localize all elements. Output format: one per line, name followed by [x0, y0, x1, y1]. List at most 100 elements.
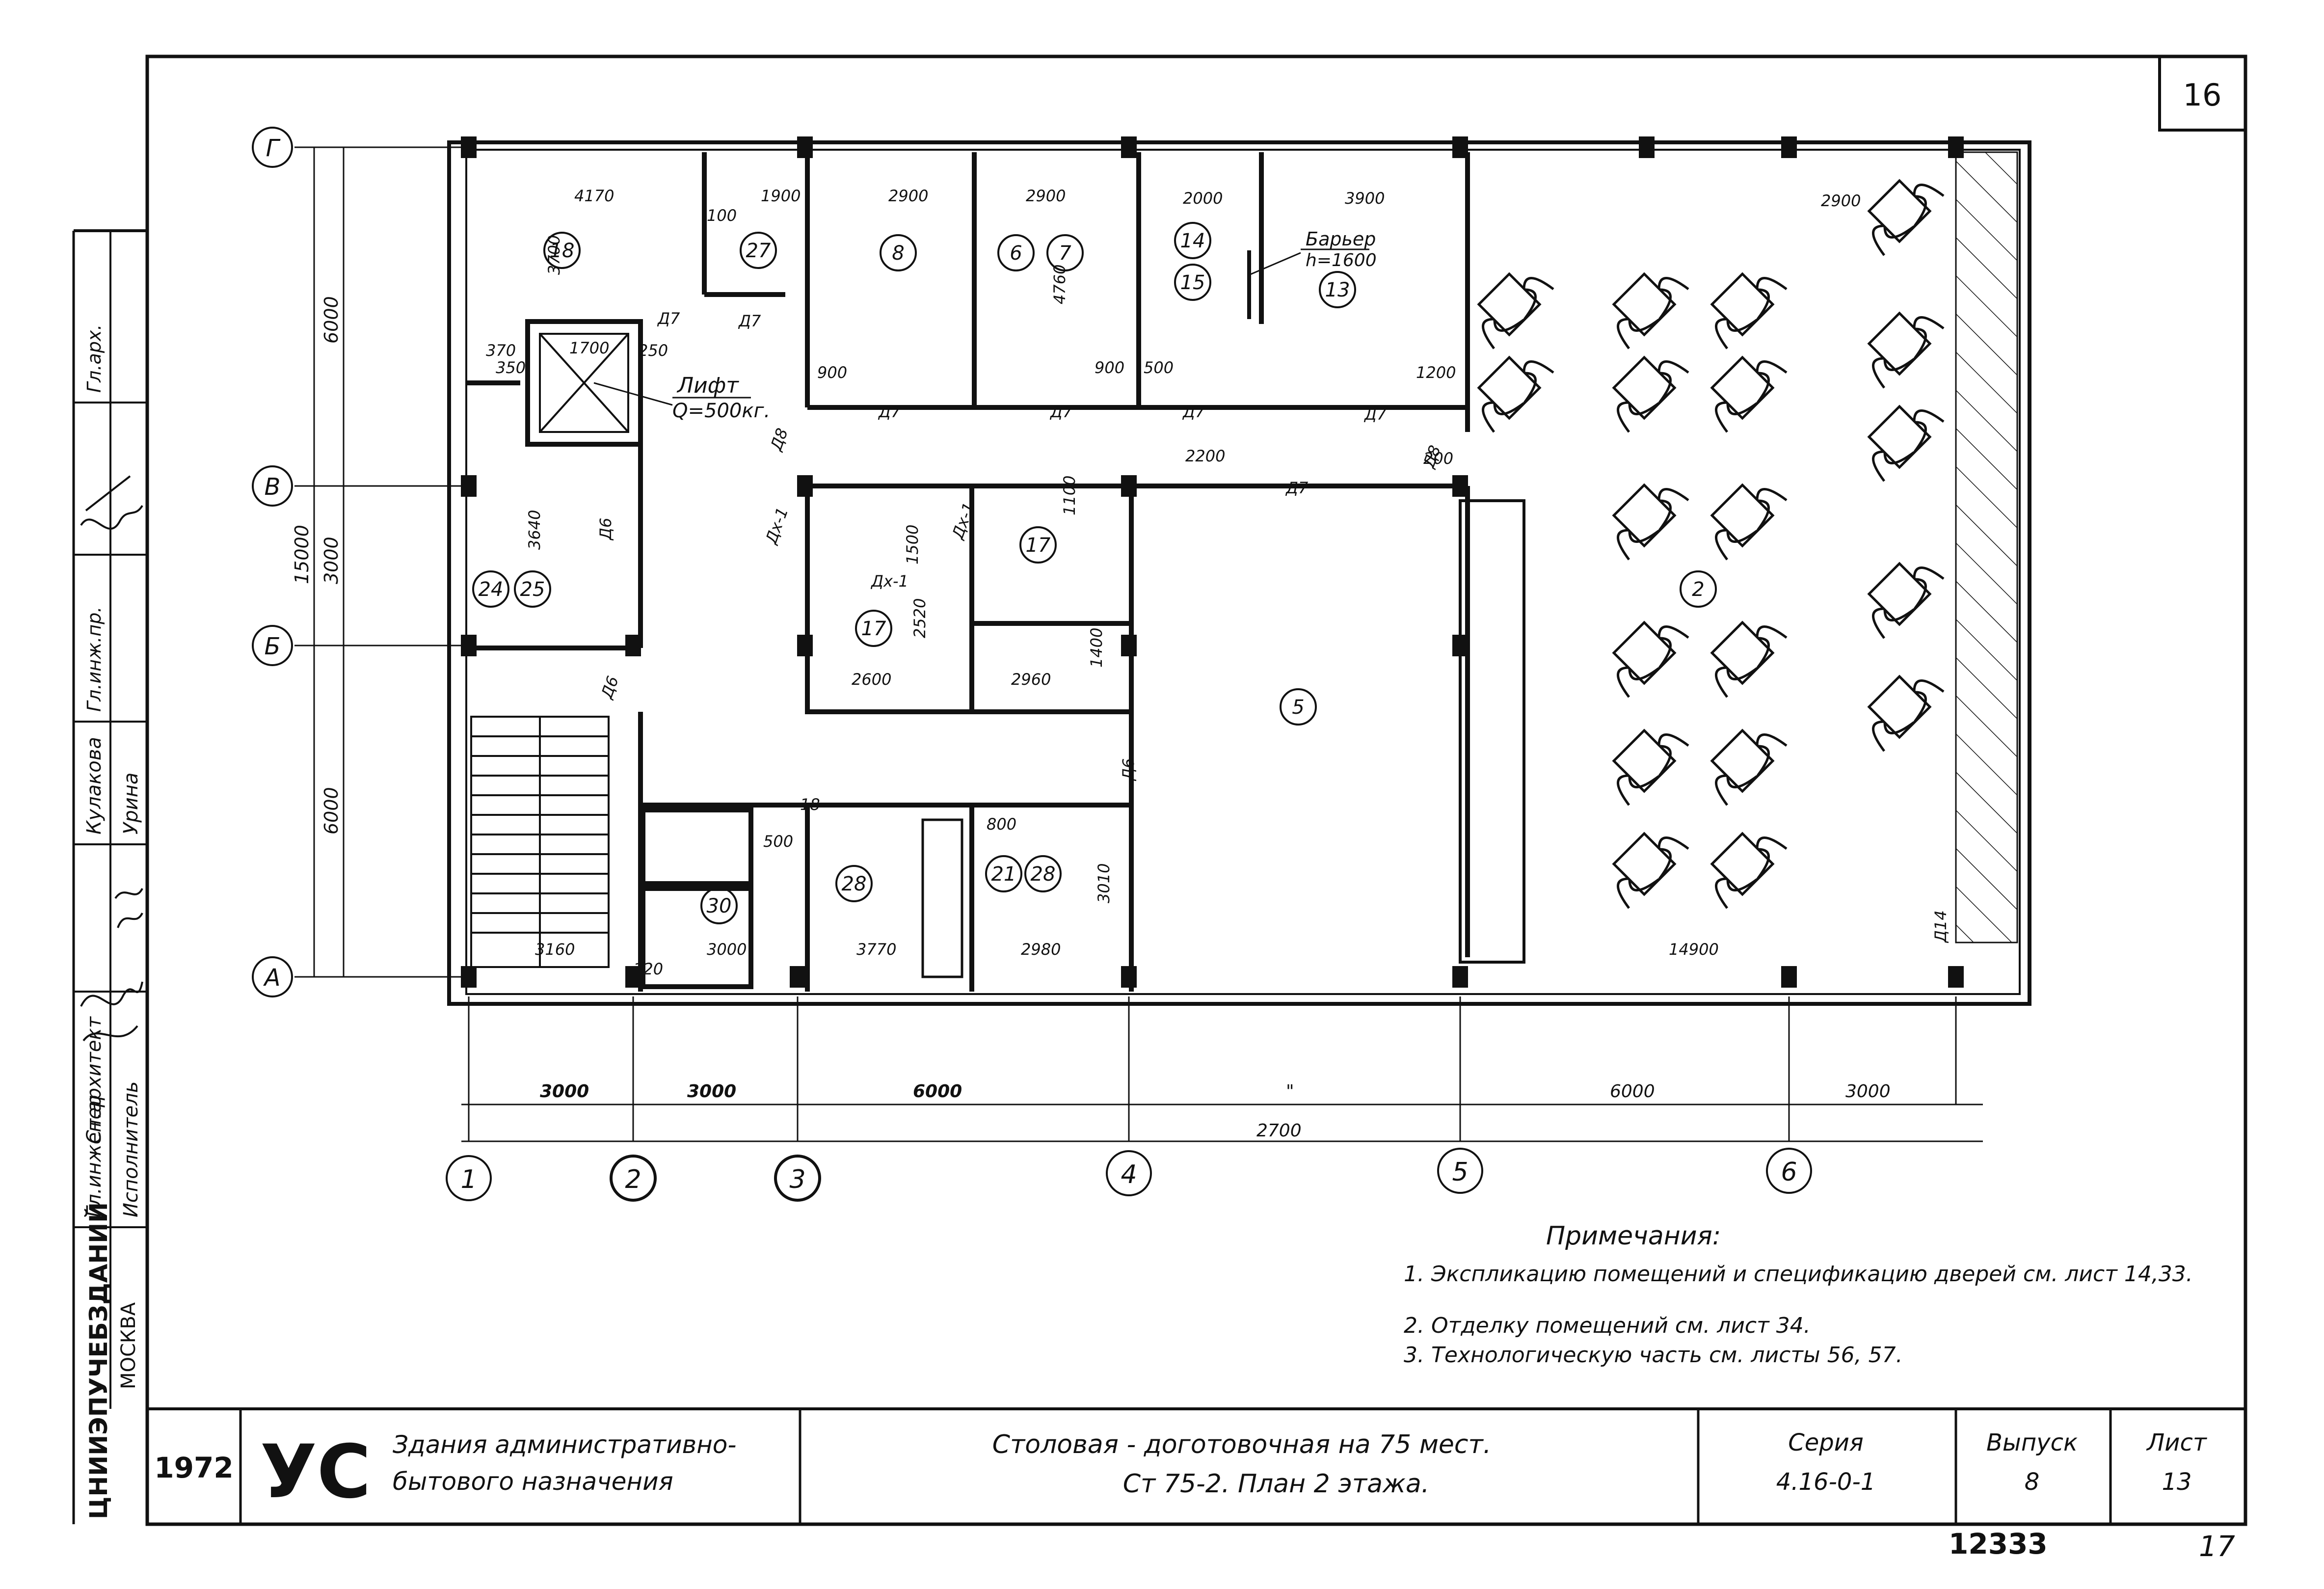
title-block: 1972 УС Здания административно- бытового… [147, 1407, 2245, 1524]
room-number-text: 13 [1325, 279, 1350, 301]
issue-label: Выпуск [1986, 1429, 2078, 1456]
lift-shaft [539, 333, 629, 433]
door-label: Д7 [1049, 403, 1073, 421]
title-category-1: Здания административно- [393, 1430, 736, 1459]
room-number-text: 28 [842, 873, 867, 895]
notes: Примечания: 1. Экспликацию помещений и с… [1404, 1221, 2193, 1368]
plan-dimension: 2000 [1183, 189, 1223, 208]
room-number-6: 14 [1174, 222, 1211, 259]
plan-dimension: 3160 [535, 940, 575, 959]
grid-axes [294, 146, 1983, 1142]
door-label: Д6 [596, 518, 615, 541]
plan-dimension: 3000 [707, 940, 747, 959]
room-number-text: 28 [1031, 863, 1056, 886]
column-marker [1121, 136, 1137, 158]
stamp-row-6: Гл.инж.пр. [83, 607, 105, 712]
room-number-15: 28 [835, 865, 873, 902]
interior-walls [466, 152, 1525, 992]
door-label: Дх-1 [870, 572, 908, 591]
dining-table [1867, 179, 1945, 256]
sheet-frame [145, 54, 2247, 1526]
plan-dimension: 3770 [856, 940, 896, 959]
col-axis-4-label: 4 [1121, 1160, 1137, 1189]
stamp-row-1: Гл.инженер [83, 1095, 106, 1217]
col-axis-4: 4 [1106, 1150, 1152, 1196]
bottom-dim-3: 6000 [913, 1081, 962, 1102]
plan-dimension: 1200 [1416, 363, 1456, 382]
dining-table [1867, 674, 1945, 752]
column-marker [1781, 966, 1797, 988]
door-label: Д6 [1119, 758, 1138, 781]
col-axis-1-label: 1 [460, 1165, 477, 1194]
stamp-org: ЦНИИЭПУЧЕБЗДАНИЙ [84, 1202, 113, 1519]
row-dim-3: 6000 [321, 787, 342, 835]
plan-dimension: 1900 [761, 187, 801, 205]
plan-dimension: 800 [987, 815, 1016, 834]
title-year: 1972 [154, 1451, 233, 1484]
plan-dimension: 3900 [1345, 189, 1385, 208]
title-category-2: бытового назначения [393, 1467, 673, 1496]
room-number-text: 18 [550, 240, 575, 262]
exterior-walls [447, 140, 2031, 1006]
plan-dimension: 350 [496, 358, 526, 377]
bottom-dim-total: 2700 [1256, 1121, 1302, 1141]
lift-capacity: Q=500кг. [672, 400, 770, 422]
room-number-4: 6 [997, 234, 1035, 271]
dining-table [1612, 355, 1689, 433]
door-label: 18 [800, 795, 820, 814]
column-marker [625, 966, 641, 988]
sheet-value: 13 [2162, 1468, 2191, 1496]
room-number-text: 8 [892, 242, 904, 265]
bottom-dim-6: 3000 [1845, 1081, 1891, 1102]
plan-dimension: 250 [638, 341, 668, 360]
stamp-row-7: Гл.арх. [83, 324, 105, 393]
dining-table [1710, 832, 1788, 909]
col-axis-6: 6 [1766, 1148, 1812, 1194]
room-number-text: 14 [1180, 230, 1205, 252]
room-number-text: 30 [707, 895, 732, 917]
bottom-dim-5: 6000 [1610, 1081, 1655, 1102]
plan-dimension: 2960 [1011, 670, 1051, 689]
col-axis-2-label: 2 [625, 1165, 641, 1194]
plan-dimension: 500 [1144, 358, 1174, 377]
sheet-number-box [2158, 55, 2247, 132]
room-number-3: 8 [880, 234, 917, 271]
column-marker [1121, 475, 1137, 497]
column-marker [1452, 635, 1468, 656]
plan-dimension: 2520 [910, 598, 929, 638]
room-number-text: 21 [991, 863, 1016, 886]
row-dim-total: 15000 [291, 525, 313, 584]
column-marker [797, 635, 813, 656]
row-axis-V: В [252, 465, 293, 507]
room-number-text: 15 [1180, 271, 1205, 294]
column-marker [1781, 136, 1797, 158]
room-number-8: 13 [1319, 271, 1356, 308]
issue-value: 8 [2025, 1468, 2040, 1496]
room-number-16: 21 [985, 855, 1022, 892]
room-number-2: 27 [740, 232, 777, 269]
plan-dimension: 4170 [574, 187, 614, 205]
sheet-number-top: 16 [2183, 77, 2222, 113]
series-value: 4.16-0-1 [1776, 1468, 1876, 1496]
dining-table [1710, 728, 1788, 806]
column-marker [1452, 136, 1468, 158]
door-label: Д7 [738, 312, 761, 330]
column-marker [1948, 966, 1964, 988]
room-number-text: 24 [479, 578, 504, 601]
column-marker [1452, 966, 1468, 988]
door-label: Д7 [1285, 479, 1309, 497]
plan-dimension: 2900 [1026, 187, 1066, 205]
plan-dimension: 2900 [888, 187, 928, 205]
notes-title: Примечания: [1546, 1221, 1721, 1251]
room-number-text: 17 [861, 618, 886, 640]
stamp-row-2: Ст.архитект [83, 1016, 106, 1144]
title-code: УС [260, 1429, 371, 1515]
plan-dimension: 3640 [525, 510, 544, 550]
plan-dimension: 4760 [1050, 265, 1069, 304]
column-marker [1452, 475, 1468, 497]
column-marker [790, 966, 805, 988]
col-axis-6-label: 6 [1781, 1158, 1797, 1187]
dining-table [1710, 355, 1788, 433]
